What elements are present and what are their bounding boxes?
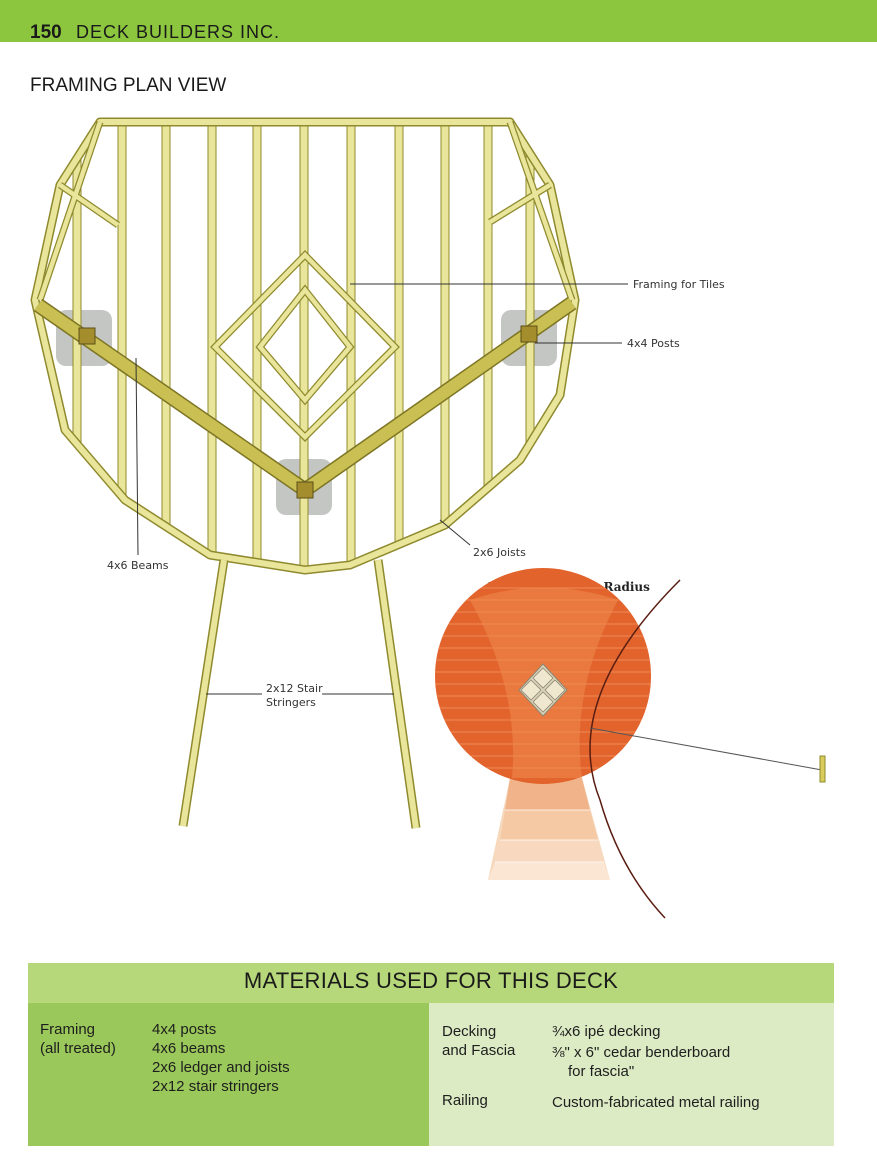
framing-item: 4x6 beams <box>152 1040 226 1057</box>
materials-title: MATERIALS USED FOR THIS DECK <box>243 968 619 993</box>
framing-item: 4x4 posts <box>152 1021 217 1038</box>
callout-lines <box>135 283 628 695</box>
stair-stringers <box>178 559 421 829</box>
label-framing-for-tiles: Framing for Tiles <box>633 278 725 291</box>
posts <box>78 325 538 499</box>
tile-framing-fill <box>211 251 399 441</box>
header-band: 150 DECK BUILDERS INC. <box>0 0 877 43</box>
framing-label-1: Framing <box>40 1021 96 1038</box>
decking-label-2: and Fascia <box>442 1042 516 1059</box>
decking-item-3: for fascia" <box>568 1063 635 1080</box>
radius-illustration <box>435 568 826 919</box>
rim-joist <box>32 119 578 573</box>
decking-item-2: ⅜" x 6" cedar benderboard <box>552 1044 731 1061</box>
materials-right-panel: Decking and Fascia ¾x6 ipé decking ⅜" x … <box>429 1003 834 1146</box>
page-number: 150 <box>30 22 62 43</box>
railing-label: Railing <box>442 1092 488 1109</box>
label-posts: 4x4 Posts <box>627 337 680 350</box>
label-joists: 2x6 Joists <box>473 546 526 559</box>
framing-plan-diagram: Framing for Tiles 4x4 Posts 4x6 Beams 2x… <box>30 117 826 919</box>
materials-box: MATERIALS USED FOR THIS DECK Framing (al… <box>28 963 834 1146</box>
corner-braces-fill <box>37 121 575 301</box>
framing-item: 2x12 stair stringers <box>152 1078 279 1095</box>
decking-item-1: ¾x6 ipé decking <box>552 1023 661 1040</box>
framing-label-2: (all treated) <box>40 1040 116 1057</box>
framing-item: 2x6 ledger and joists <box>152 1059 290 1076</box>
label-beams: 4x6 Beams <box>107 559 169 572</box>
materials-left-panel: Framing (all treated) 4x4 posts 4x6 beam… <box>28 1003 429 1146</box>
decking-label-1: Decking <box>442 1023 497 1040</box>
label-stair-stringers-1: 2x12 Stair <box>266 682 323 695</box>
running-header: DECK BUILDERS INC. <box>76 22 281 42</box>
railing-item: Custom-fabricated metal railing <box>552 1094 760 1111</box>
label-stair-stringers-2: Stringers <box>266 696 316 709</box>
materials-title-bar: MATERIALS USED FOR THIS DECK <box>28 963 834 1003</box>
framing-plan-title: FRAMING PLAN VIEW <box>30 75 227 96</box>
